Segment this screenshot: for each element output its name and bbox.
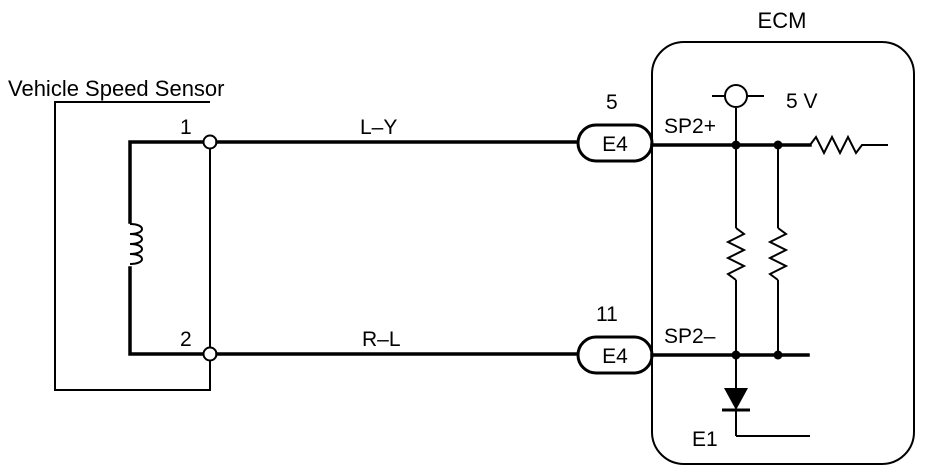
terminal-sp2-minus-label: SP2– [664, 325, 716, 348]
ecm-internal-circuit [650, 108, 888, 437]
transistor-symbol [712, 84, 764, 108]
ecm-title: ECM [758, 8, 807, 33]
pickup-coil [128, 140, 212, 356]
sensor-pin-2-label: 2 [180, 328, 192, 351]
connector-top-pin: 5 [606, 91, 618, 114]
wire-bottom-color-label: R–L [362, 328, 401, 351]
ecm-box [651, 41, 915, 465]
sensor-pin-1-terminal [202, 134, 218, 150]
wire-top-color-label: L–Y [360, 116, 397, 139]
diode-icon [722, 388, 750, 412]
connector-top-name: E4 [602, 133, 628, 156]
connector-bottom-name: E4 [602, 345, 628, 368]
sensor-pin-2-terminal [202, 346, 218, 362]
connector-e4-bottom: E4 [576, 335, 654, 375]
sensor-housing [54, 101, 211, 391]
supply-voltage-label: 5 V [786, 90, 818, 113]
junction-dot [731, 140, 741, 150]
junction-dot [773, 140, 783, 150]
sensor-pin-1-label: 1 [180, 116, 192, 139]
junction-dot [731, 350, 741, 360]
connector-e4-top: E4 [576, 123, 654, 163]
terminal-sp2-plus-label: SP2+ [664, 115, 716, 138]
junction-dot [773, 350, 783, 360]
connector-bottom-pin: 11 [596, 303, 618, 326]
ground-e1-label: E1 [692, 428, 718, 451]
sensor-title: Vehicle Speed Sensor [8, 76, 225, 101]
